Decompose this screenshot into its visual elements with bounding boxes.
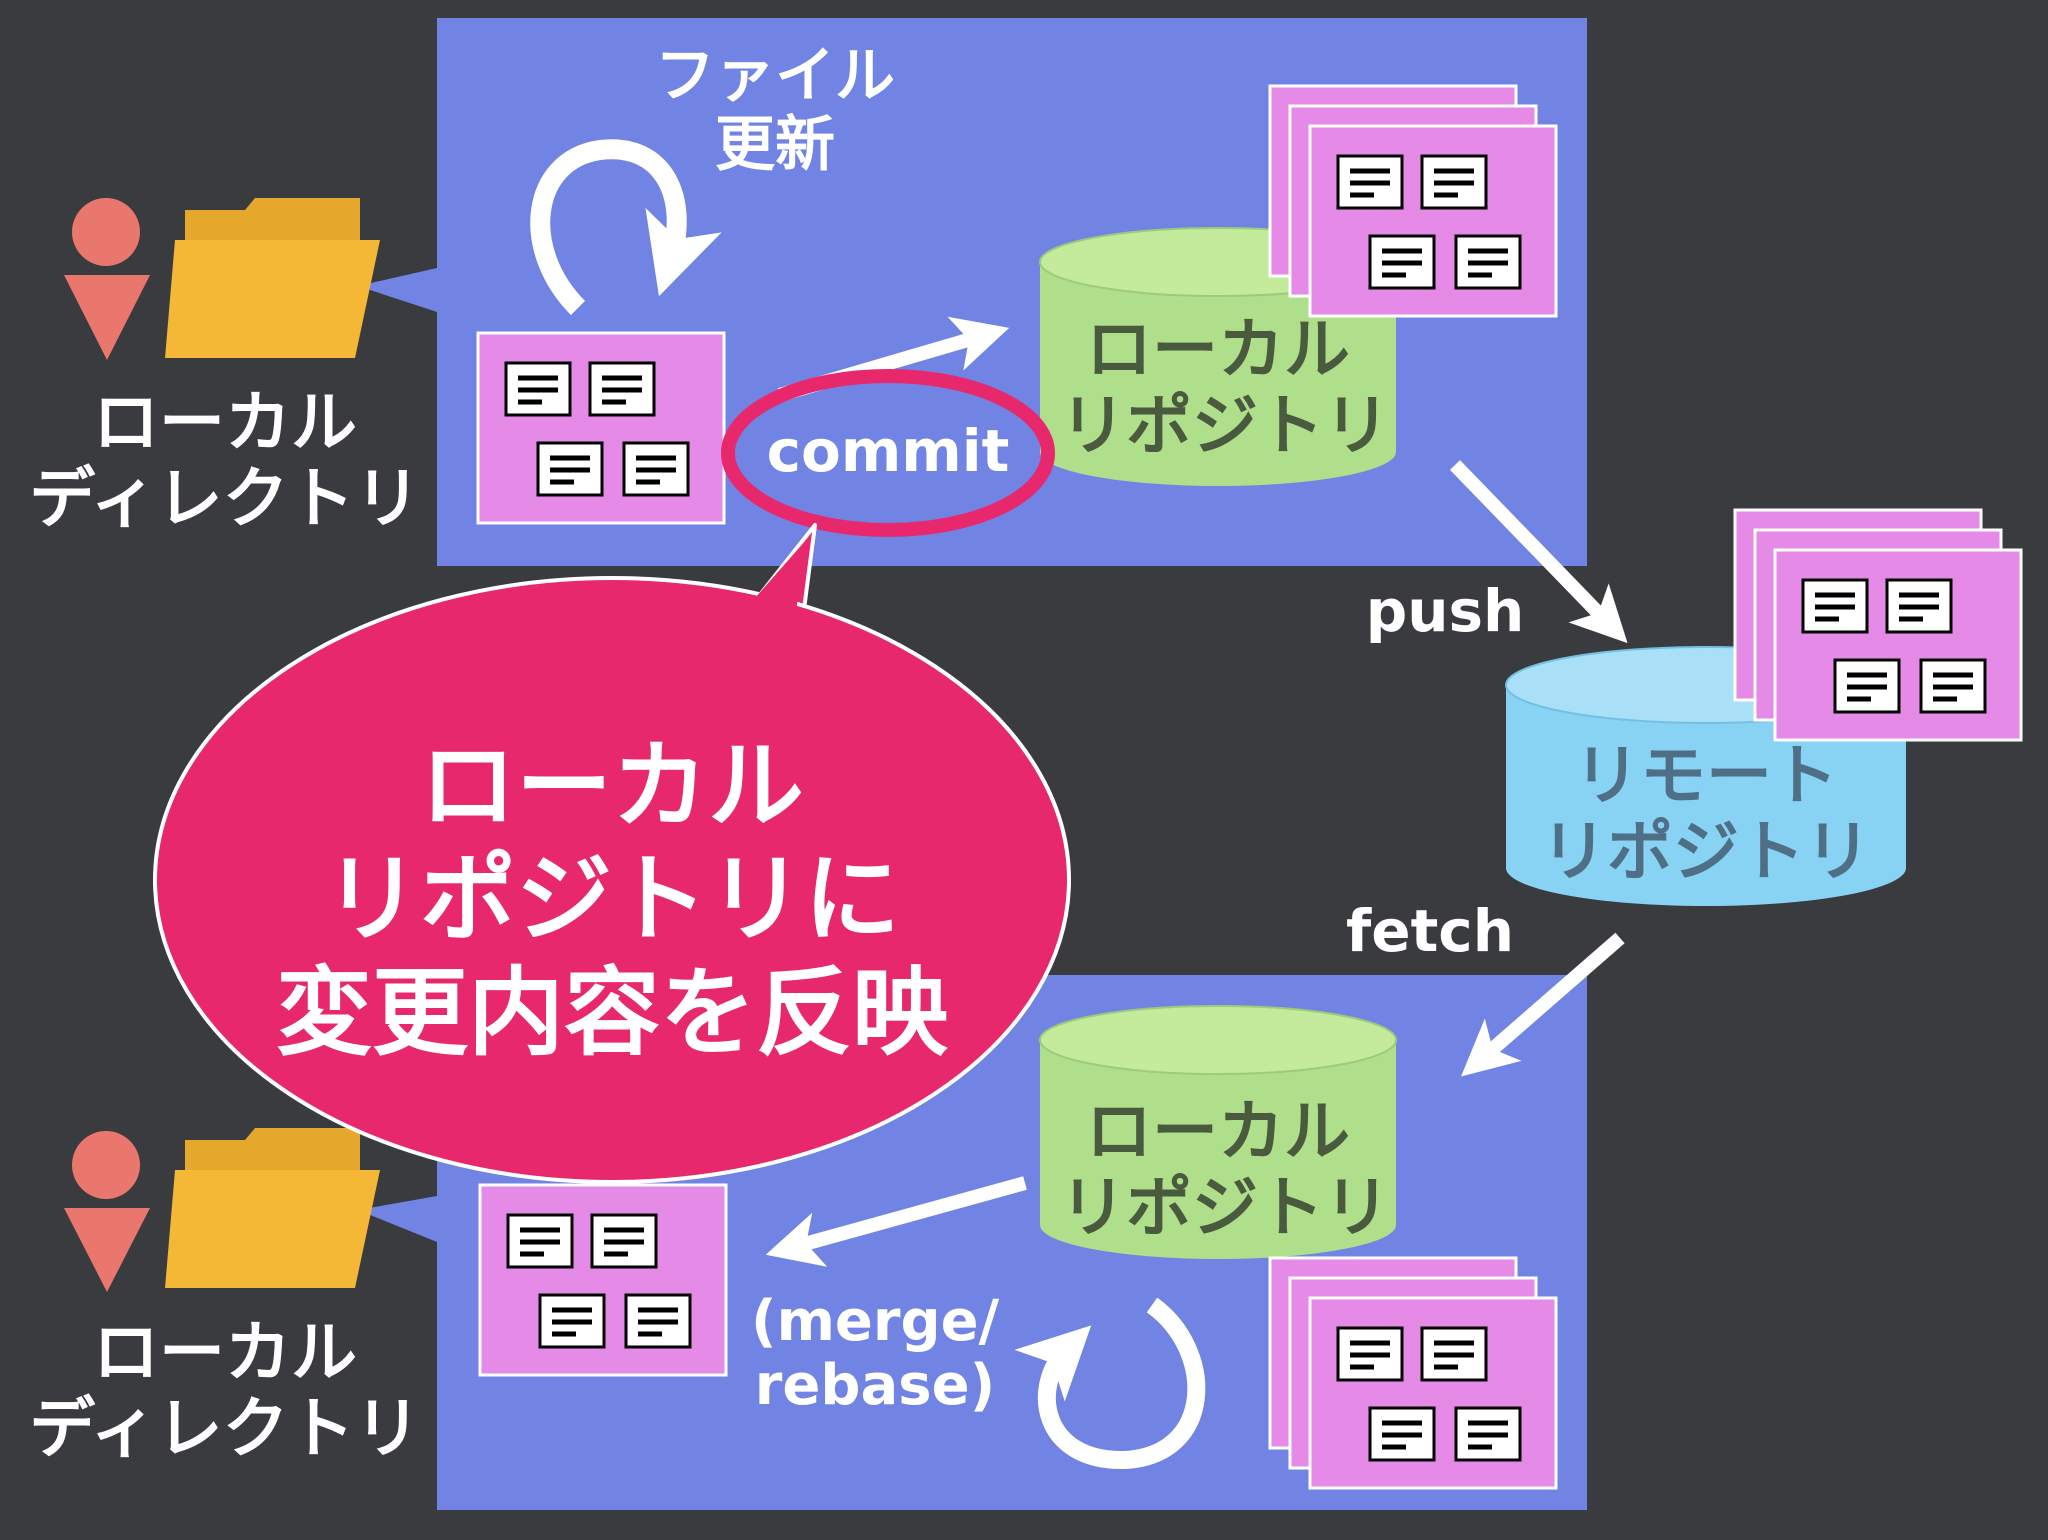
push-label: push	[1365, 577, 1525, 645]
folder-icon	[165, 1128, 380, 1288]
push-arrow	[1449, 460, 1628, 644]
callout-bubble	[153, 523, 1071, 1184]
merge-arrow	[765, 1176, 1027, 1267]
commit-label: commit	[766, 417, 1010, 485]
commit-stack-remote	[1735, 510, 2021, 740]
commit-stack-top	[1270, 86, 1556, 316]
fetch-label: fetch	[1346, 897, 1514, 965]
folder-icon	[165, 198, 380, 358]
fetch-arrow	[1461, 932, 1625, 1077]
local-repo-label-top: ローカル リポジトリ	[1060, 311, 1390, 464]
top-panel-pointer	[358, 268, 437, 312]
person-icon	[64, 198, 150, 360]
working-files-card	[478, 333, 724, 523]
commit-stack-bottom	[1270, 1258, 1556, 1488]
rebase-loop-arrow	[1014, 1297, 1206, 1470]
commit-highlight-ring	[721, 369, 1055, 537]
person-icon	[64, 1131, 150, 1292]
file-update-loop-arrow	[530, 139, 722, 316]
bottom-panel-pointer	[358, 1196, 437, 1242]
local-repo-cylinder-bottom	[1039, 1005, 1397, 1259]
remote-repo-label: リモート リポジトリ	[1541, 737, 1871, 890]
merge-rebase-label: (merge/ rebase)	[750, 1289, 1000, 1419]
file-update-label: ファイル 更新	[655, 41, 895, 180]
working-files-card-bottom	[480, 1185, 726, 1375]
local-repo-label-bottom: ローカル リポジトリ	[1060, 1093, 1390, 1246]
local-directory-label-top: ローカル ディレクトリ	[29, 384, 421, 537]
callout-text: ローカル リポジトリに 変更内容を反映	[276, 730, 948, 1069]
local-directory-label-bottom: ローカル ディレクトリ	[29, 1314, 421, 1467]
